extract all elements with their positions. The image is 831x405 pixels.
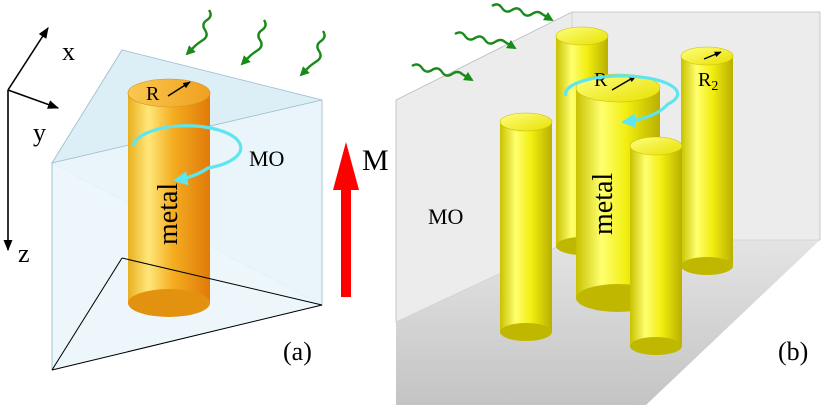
incident-wave-arrow xyxy=(185,9,212,56)
circulation-arrow-b xyxy=(564,74,680,128)
rod-b-front-right xyxy=(629,136,683,355)
mo-label-a: MO xyxy=(249,146,284,171)
coordinate-axes: x y z xyxy=(3,27,75,268)
magnetization-arrow: M xyxy=(333,142,389,297)
radius-arrow-a xyxy=(167,81,191,97)
mo-label-b: MO xyxy=(428,204,463,229)
metal-label-a: metal xyxy=(153,183,184,245)
incident-wave-arrow xyxy=(411,63,474,82)
panel-a: metal R MO (a) xyxy=(51,9,326,371)
incident-wave-arrow xyxy=(454,31,517,50)
panel-a-tag: (a) xyxy=(283,337,312,366)
y-axis-arrow xyxy=(7,89,60,109)
incident-wave-arrow xyxy=(299,30,326,77)
z-axis-label: z xyxy=(18,239,30,268)
y-axis-label: y xyxy=(33,118,46,147)
rod-b-back-right xyxy=(680,46,734,275)
radius-label-r2: R2 xyxy=(698,69,718,94)
radius-arrow-r2 xyxy=(703,51,722,60)
incident-wave-arrow xyxy=(491,3,554,22)
panel-b-tag: (b) xyxy=(778,337,808,366)
radius-label-a: R xyxy=(146,83,160,105)
metal-label-b: metal xyxy=(588,173,619,235)
panel-b: R2 metal R MO (b) xyxy=(395,3,821,405)
radius-label-b: R xyxy=(594,69,608,91)
radius-arrow-b xyxy=(611,75,637,91)
x-axis-arrow xyxy=(7,27,49,91)
incident-wave-arrow xyxy=(240,19,267,66)
circulation-arrow-a xyxy=(131,124,243,186)
x-axis-label: x xyxy=(62,37,75,66)
magnetization-label: M xyxy=(362,144,389,177)
rod-b-front-left xyxy=(499,112,553,341)
